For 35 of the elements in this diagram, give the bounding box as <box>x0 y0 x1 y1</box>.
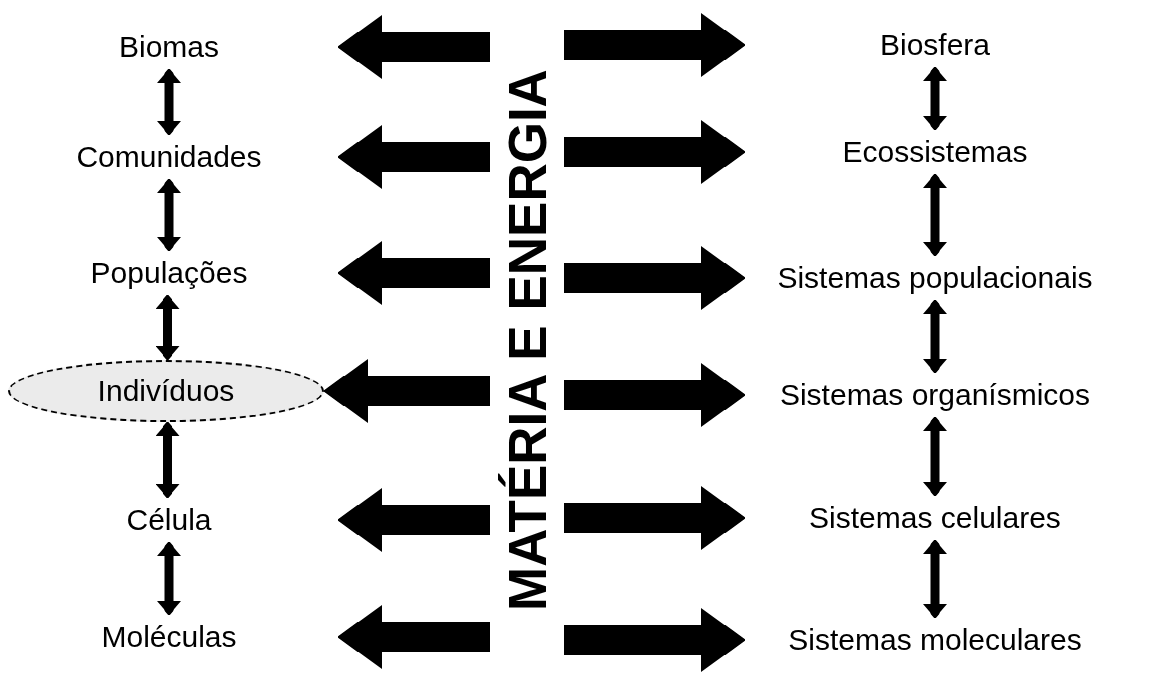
block-arrow <box>338 125 490 189</box>
level-label: Célula <box>0 498 338 542</box>
double-arrow <box>157 69 181 135</box>
block-arrow <box>564 608 745 672</box>
block-arrow <box>338 488 490 552</box>
block-arrow <box>338 241 490 305</box>
level-label: Comunidades <box>0 135 338 179</box>
block-arrow <box>564 13 745 77</box>
double-arrow <box>923 300 947 373</box>
level-label: Ecossistemas <box>745 130 1157 174</box>
level-label: Sistemas moleculares <box>745 618 1157 662</box>
block-arrow <box>564 486 745 550</box>
level-label: Populações <box>0 251 338 295</box>
double-arrow <box>155 422 180 498</box>
level-label: Biomas <box>0 25 338 69</box>
double-arrow <box>923 174 947 256</box>
level-label: Sistemas populacionais <box>745 256 1157 300</box>
block-arrow <box>564 363 745 427</box>
double-arrow <box>157 179 181 251</box>
double-arrow <box>923 67 947 130</box>
double-arrow <box>923 417 947 496</box>
block-arrow <box>564 120 745 184</box>
vertical-title: MATÉRIA E ENERGIA <box>496 69 558 611</box>
block-arrow <box>338 15 490 79</box>
block-arrow <box>564 246 745 310</box>
double-arrow <box>923 540 947 618</box>
level-label: Sistemas organísmicos <box>745 373 1157 417</box>
block-arrow <box>338 605 490 669</box>
level-label: Biosfera <box>745 23 1157 67</box>
highlighted-ellipse: Indivíduos <box>8 360 324 422</box>
level-label: Moléculas <box>0 615 338 659</box>
block-arrow <box>324 359 490 423</box>
double-arrow <box>157 542 181 615</box>
level-label: Sistemas celulares <box>745 496 1157 540</box>
double-arrow <box>155 295 180 360</box>
